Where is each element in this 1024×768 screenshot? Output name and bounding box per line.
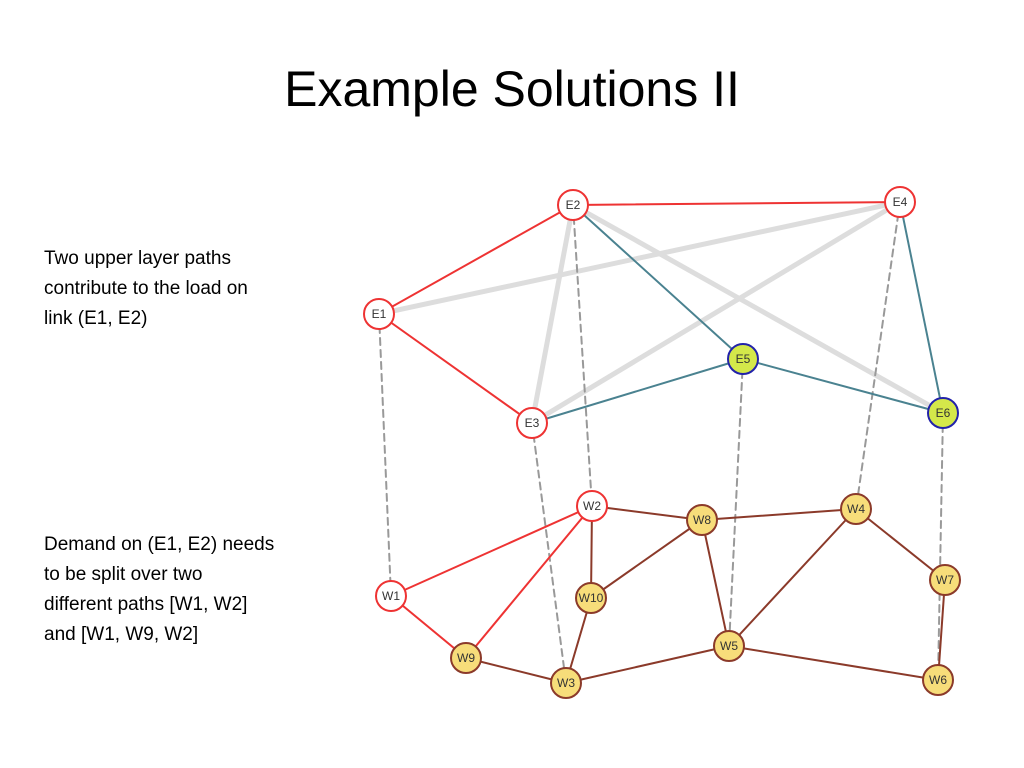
upper-note-line-1: Two upper layer paths	[44, 248, 231, 269]
node-circle-w5	[713, 630, 745, 662]
edge-e3-e4	[529, 199, 903, 426]
edge-e3-w3	[531, 422, 567, 684]
node-circle-e5	[727, 343, 759, 375]
edge-e5-e6	[742, 358, 944, 414]
edge-layer	[376, 199, 946, 684]
node-circle-e1	[363, 298, 395, 330]
edge-e3-e5	[531, 358, 744, 424]
edge-e1-e4	[376, 199, 903, 317]
edge-w4-w7	[855, 508, 946, 581]
node-label-w8: W8	[693, 513, 711, 527]
node-circle-e4	[884, 186, 916, 218]
node-label-w6: W6	[929, 673, 947, 687]
node-label-w5: W5	[720, 639, 738, 653]
node-e1: E1	[363, 298, 395, 330]
node-circle-w10	[575, 582, 607, 614]
node-w3: W3	[550, 667, 582, 699]
edge-e1-w1	[378, 313, 392, 597]
node-label-w10: W10	[579, 591, 604, 605]
demand-note-line-4: and [W1, W9, W2]	[44, 624, 199, 645]
node-w8: W8	[686, 504, 718, 536]
node-w6: W6	[922, 664, 954, 696]
node-label-w4: W4	[847, 502, 865, 516]
edge-w9-w3	[465, 657, 567, 684]
edge-e2-e4	[572, 201, 901, 206]
edge-w9-w2	[465, 505, 593, 659]
demand-note-line-2: to be split over two	[44, 564, 203, 585]
node-circle-w4	[840, 493, 872, 525]
node-w1: W1	[375, 580, 407, 612]
node-w9: W9	[450, 642, 482, 674]
edge-e4-e6	[899, 201, 944, 414]
node-w5: W5	[713, 630, 745, 662]
node-e2: E2	[557, 189, 589, 221]
edge-w1-w9	[390, 595, 467, 659]
node-e5: E5	[727, 343, 759, 375]
edge-w5-w6	[728, 645, 939, 681]
upper-note-line-3: link (E1, E2)	[44, 308, 148, 329]
edge-w7-w6	[937, 579, 946, 681]
node-e6: E6	[927, 397, 959, 429]
edge-e2-w2	[572, 204, 593, 507]
node-circle-w3	[550, 667, 582, 699]
edge-w8-w5	[701, 519, 730, 647]
demand-note-line-3: different paths [W1, W2]	[44, 594, 248, 615]
node-circle-w2	[576, 490, 608, 522]
edge-w1-w2	[390, 505, 593, 597]
node-circle-e3	[516, 407, 548, 439]
edge-e6-w6	[937, 412, 944, 681]
upper-note-line-2: contribute to the load on	[44, 278, 248, 299]
demand-note-line-1: Demand on (E1, E2) needs	[44, 534, 275, 555]
node-circle-w8	[686, 504, 718, 536]
node-label-e1: E1	[372, 307, 387, 321]
node-circle-e6	[927, 397, 959, 429]
edge-e4-w4	[855, 201, 901, 510]
node-label-e6: E6	[936, 406, 951, 420]
node-circle-e2	[557, 189, 589, 221]
edge-w5-w4	[728, 508, 857, 647]
node-label-e4: E4	[893, 195, 908, 209]
edge-w2-w8	[591, 505, 703, 521]
node-w2: W2	[576, 490, 608, 522]
node-w7: W7	[929, 564, 961, 596]
node-label-w1: W1	[382, 589, 400, 603]
node-w10: W10	[575, 582, 607, 614]
node-circle-w9	[450, 642, 482, 674]
node-w4: W4	[840, 493, 872, 525]
node-circle-w7	[929, 564, 961, 596]
edge-w8-w4	[701, 508, 857, 521]
edge-e1-e3	[378, 313, 533, 424]
edge-e3-e2	[529, 202, 576, 426]
edge-w3-w5	[565, 645, 730, 684]
node-e4: E4	[884, 186, 916, 218]
upper-layer-note: Two upper layer paths contribute to the …	[44, 244, 344, 334]
node-circle-w6	[922, 664, 954, 696]
edge-e5-w5	[728, 358, 744, 647]
edge-e1-e2	[378, 204, 574, 315]
edge-e2-e6	[570, 202, 946, 416]
slide-title: Example Solutions II	[284, 61, 740, 117]
node-label-w9: W9	[457, 651, 475, 665]
node-label-w3: W3	[557, 676, 575, 690]
edge-w8-w10	[590, 519, 703, 599]
node-circle-w1	[375, 580, 407, 612]
edge-e2-e5	[572, 204, 744, 360]
node-label-e3: E3	[525, 416, 540, 430]
node-label-e2: E2	[566, 198, 581, 212]
node-e3: E3	[516, 407, 548, 439]
demand-note: Demand on (E1, E2) needs to be split ove…	[44, 530, 344, 650]
node-label-e5: E5	[736, 352, 751, 366]
node-label-w7: W7	[936, 573, 954, 587]
node-label-w2: W2	[583, 499, 601, 513]
